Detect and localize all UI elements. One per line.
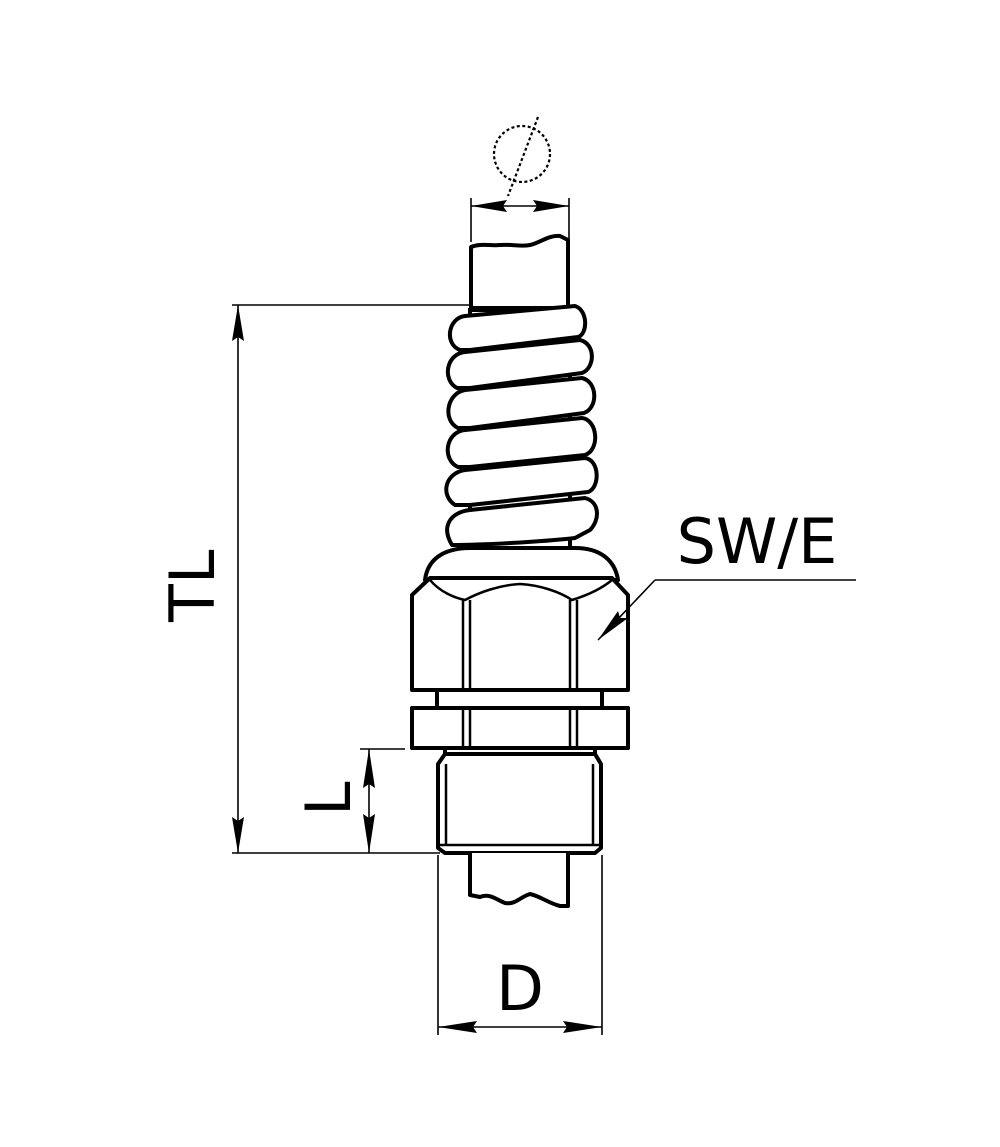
total-length-dimension: TL: [156, 304, 470, 854]
wrench-size-label: SW/E: [677, 505, 838, 578]
spiral-strain-relief: [444, 304, 599, 552]
thread-length-dimension: L: [292, 748, 405, 853]
thread-section: [436, 746, 603, 855]
cable-bottom: [468, 853, 570, 908]
cable-top: [469, 233, 570, 310]
diameter-dimension: [470, 116, 570, 242]
dome-cap: [423, 546, 620, 582]
thread-diameter-label: D: [496, 952, 544, 1025]
total-length-label: TL: [156, 549, 229, 623]
thread-length-label: L: [292, 781, 365, 816]
hex-nut-upper: [410, 576, 630, 692]
hex-nut-lower: [410, 706, 630, 750]
thread-diameter-dimension: D: [437, 855, 603, 1035]
diameter-symbol-icon: [492, 116, 552, 197]
spacer-ring: [435, 688, 604, 710]
wrench-size-leader: SW/E: [597, 505, 856, 641]
